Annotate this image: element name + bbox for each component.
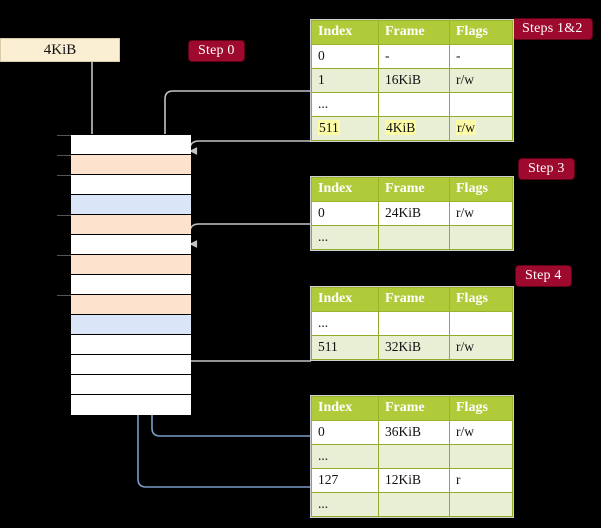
table-cell-index: 511 (311, 335, 379, 360)
memory-frame-row (71, 215, 191, 235)
table-cell-flags: r/w (449, 201, 513, 226)
table-cell-index: 511 (311, 116, 379, 141)
memory-scale-tick (57, 215, 71, 216)
table-header-flags: Flags (449, 20, 513, 45)
memory-frame-row (71, 155, 191, 175)
table-cell-index: ... (311, 311, 379, 336)
table-header-index: Index (311, 396, 379, 421)
table-row: ... (311, 92, 513, 117)
table-cell-index: 1 (311, 68, 379, 93)
table-cell-flags (449, 225, 513, 250)
table-cell-frame: 36KiB (378, 420, 450, 445)
table-cell-frame: - (378, 44, 450, 69)
table-cell-flags (449, 492, 513, 517)
badge-step-4: Step 4 (516, 266, 571, 286)
table-cell-frame: 24KiB (378, 201, 450, 226)
table-header-flags: Flags (449, 396, 513, 421)
table-cell-index: 0 (311, 420, 379, 445)
table-row: 0-- (311, 44, 513, 69)
memory-scale-tick (57, 155, 71, 156)
memory-frame-row (71, 195, 191, 215)
table-header-flags: Flags (449, 287, 513, 312)
table-cell-frame: 16KiB (378, 68, 450, 93)
table-header-frame: Frame (378, 287, 450, 312)
table-cell-index: ... (311, 444, 379, 469)
table-cell-frame (378, 311, 450, 336)
memory-frame-row (71, 375, 191, 395)
table-cell-flags: r/w (449, 116, 513, 141)
source-frame-label: 4KiB (43, 41, 77, 58)
memory-scale-tick (57, 135, 71, 136)
table-cell-frame (378, 492, 450, 517)
highlighted-value: 511 (318, 120, 340, 135)
table-cell-frame (378, 444, 450, 469)
memory-scale-tick (57, 175, 71, 176)
table-header-frame: Frame (378, 396, 450, 421)
memory-frame-row (71, 295, 191, 315)
table-header-frame: Frame (378, 177, 450, 202)
badge-step-0: Step 0 (189, 41, 244, 61)
table-cell-frame: 32KiB (378, 335, 450, 360)
badge-step-3: Step 3 (519, 159, 574, 179)
table-header-index: Index (311, 177, 379, 202)
table-cell-flags (449, 92, 513, 117)
memory-frame-row (71, 335, 191, 355)
table-cell-index: 0 (311, 44, 379, 69)
table-cell-frame: 12KiB (378, 468, 450, 493)
table-header-frame: Frame (378, 20, 450, 45)
table-cell-flags: r/w (449, 68, 513, 93)
table-cell-index: 0 (311, 201, 379, 226)
highlighted-value: r/w (456, 120, 476, 135)
table-cell-flags: r/w (449, 420, 513, 445)
table-cell-flags (449, 444, 513, 469)
source-frame-box: 4KiB (0, 38, 120, 62)
memory-scale-tick (57, 295, 71, 296)
badge-steps-1-and-2: Steps 1&2 (513, 19, 592, 39)
table-header-index: Index (311, 287, 379, 312)
table-cell-frame: 4KiB (378, 116, 450, 141)
table-header-flags: Flags (449, 177, 513, 202)
memory-frame-row (71, 135, 191, 155)
table-cell-frame (378, 225, 450, 250)
table-cell-frame (378, 92, 450, 117)
memory-frame-row (71, 395, 191, 415)
memory-frame-row (71, 275, 191, 295)
table-row: ... (311, 225, 513, 250)
table-cell-index: ... (311, 92, 379, 117)
memory-frame-row (71, 355, 191, 375)
table-cell-flags: r (449, 468, 513, 493)
table-cell-flags: r/w (449, 335, 513, 360)
table-cell-index: ... (311, 225, 379, 250)
table-row: 511 4KiB r/w (311, 116, 513, 141)
memory-scale-tick (57, 255, 71, 256)
table-cell-flags (449, 311, 513, 336)
highlighted-value: 4KiB (385, 120, 417, 135)
table-cell-flags: - (449, 44, 513, 69)
memory-frame-row (71, 175, 191, 195)
table-cell-index: ... (311, 492, 379, 517)
physical-memory-column (57, 134, 191, 415)
table-cell-index: 127 (311, 468, 379, 493)
memory-frame-row (71, 255, 191, 275)
table-row: ... (311, 311, 513, 336)
table-row: ... (311, 492, 513, 517)
table-row: ... (311, 444, 513, 469)
memory-frame-row (71, 235, 191, 255)
memory-frame-row (71, 315, 191, 335)
table-header-index: Index (311, 20, 379, 45)
